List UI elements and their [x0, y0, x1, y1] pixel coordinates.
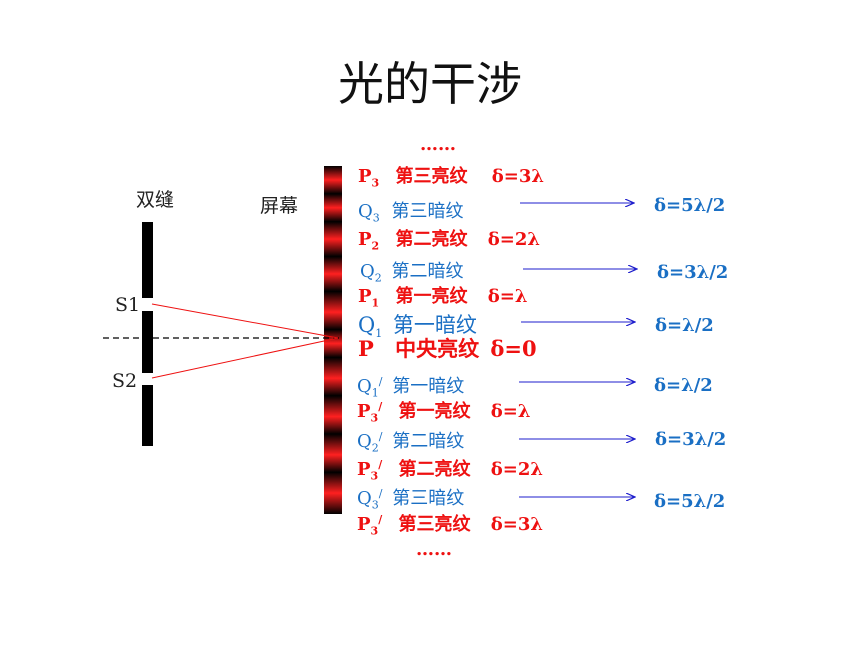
slit-label: 双缝 [136, 189, 175, 211]
fringe-p3: P3 第三亮纹 δ=3λ [358, 166, 544, 190]
barrier-bottom [142, 385, 153, 446]
ellipsis-top: …… [420, 134, 456, 155]
fringe-q1-prime: Q1/ 第一暗纹 [357, 375, 465, 400]
slide-title: 光的干涉 [338, 57, 522, 111]
fringe-screen [324, 166, 342, 514]
delta-q3-prime: δ=5λ/2 [654, 491, 726, 512]
screen-label: 屏幕 [260, 195, 299, 217]
delta-q2: δ=3λ/2 [657, 262, 729, 283]
fringe-p1: P1 第一亮纹 δ=λ [358, 286, 528, 310]
s2-label: S2 [112, 370, 138, 392]
delta-q3: δ=5λ/2 [654, 195, 726, 216]
fringe-q2-prime: Q2/ 第二暗纹 [357, 430, 465, 455]
ray-s2 [151, 337, 339, 379]
fringe-q3: Q3 第三暗纹 [358, 201, 464, 225]
fringe-p1-prime: P3/ 第一亮纹 δ=λ [357, 400, 531, 425]
delta-q2-prime: δ=3λ/2 [655, 429, 727, 450]
barrier-middle [142, 311, 153, 373]
delta-q1: δ=λ/2 [655, 315, 714, 336]
fringe-p2: P2 第二亮纹 δ=2λ [358, 229, 540, 253]
barrier-top [142, 222, 153, 298]
delta-q1-prime: δ=λ/2 [654, 375, 713, 396]
ellipsis-bottom: …… [416, 539, 452, 560]
s1-label: S1 [115, 294, 141, 316]
ray-s1 [151, 303, 339, 339]
fringe-q2: Q2 第二暗纹 [360, 261, 464, 285]
fringe-q1: Q1 第一暗纹 [358, 313, 477, 341]
fringe-p2-prime: P3/ 第二亮纹 δ=2λ [357, 458, 544, 483]
fringe-center: P 中央亮纹 δ=0 [358, 336, 537, 361]
fringe-q3-prime: Q3/ 第三暗纹 [357, 487, 465, 512]
fringe-p3-prime: P3/ 第三亮纹 δ=3λ [357, 513, 544, 538]
